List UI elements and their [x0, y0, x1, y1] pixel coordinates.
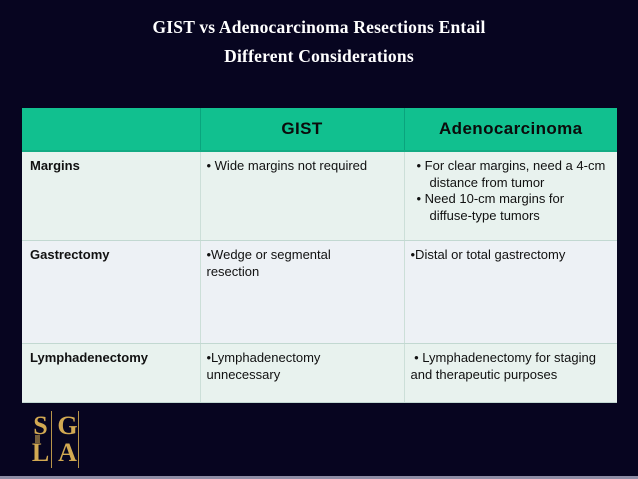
footer-accent-line	[0, 476, 638, 479]
row-label-lymphadenectomy: Lymphadenectomy	[22, 343, 201, 403]
logo-letter-s: S	[33, 411, 48, 440]
logo-letter-a: A	[58, 438, 77, 467]
cell-gastrectomy-adeno: •Distal or total gastrectomy	[404, 240, 617, 344]
slide-title: GIST vs Adenocarcinoma Resections Entail…	[0, 13, 638, 71]
row-label-margins: Margins	[22, 151, 201, 241]
row-label-gastrectomy: Gastrectomy	[22, 240, 201, 344]
header-cell-adenocarcinoma: Adenocarcinoma	[404, 108, 617, 152]
slide-title-line2: Different Considerations	[224, 46, 414, 66]
bullet-item: • Need 10-cm margins for diffuse-type tu…	[416, 191, 568, 223]
cell-margins-adeno: • For clear margins, need a 4-cm distanc…	[404, 151, 617, 241]
slide-title-line1: GIST vs Adenocarcinoma Resections Entail	[152, 17, 486, 37]
bullet-item: •Wedge or segmental resection	[206, 247, 335, 279]
logo-letter-l: L	[31, 438, 50, 467]
sgla-logo: S G L A	[27, 411, 81, 468]
header-cell-blank	[22, 108, 201, 152]
logo-letter-g: G	[57, 411, 78, 440]
bullet-item: • Lymphadenectomy for staging and therap…	[410, 350, 600, 382]
comparison-table: GIST Adenocarcinoma Margins • Wide margi…	[22, 108, 617, 403]
table-header-row: GIST Adenocarcinoma	[22, 108, 617, 152]
cell-lymphadenectomy-gist: •Lymphadenectomy unnecessary	[200, 343, 405, 403]
bullet-item: •Lymphadenectomy unnecessary	[206, 350, 325, 382]
logo-row-top: S G	[27, 412, 81, 440]
logo-row-bottom: L A	[27, 439, 81, 467]
bullet-item: • For clear margins, need a 4-cm distanc…	[416, 158, 609, 190]
cell-margins-gist: • Wide margins not required	[200, 151, 405, 241]
logo-divider-line	[78, 411, 79, 468]
logo-small-mark	[35, 435, 40, 443]
table-row-lymphadenectomy: Lymphadenectomy •Lymphadenectomy unneces…	[22, 343, 617, 403]
logo-divider-line	[51, 411, 52, 468]
table-row-gastrectomy: Gastrectomy •Wedge or segmental resectio…	[22, 240, 617, 344]
bullet-item: •Distal or total gastrectomy	[410, 247, 566, 262]
header-cell-gist: GIST	[200, 108, 405, 152]
table-row-margins: Margins • Wide margins not required • Fo…	[22, 151, 617, 241]
bullet-item: • Wide margins not required	[206, 158, 368, 173]
cell-gastrectomy-gist: •Wedge or segmental resection	[200, 240, 405, 344]
cell-lymphadenectomy-adeno: • Lymphadenectomy for staging and therap…	[404, 343, 617, 403]
